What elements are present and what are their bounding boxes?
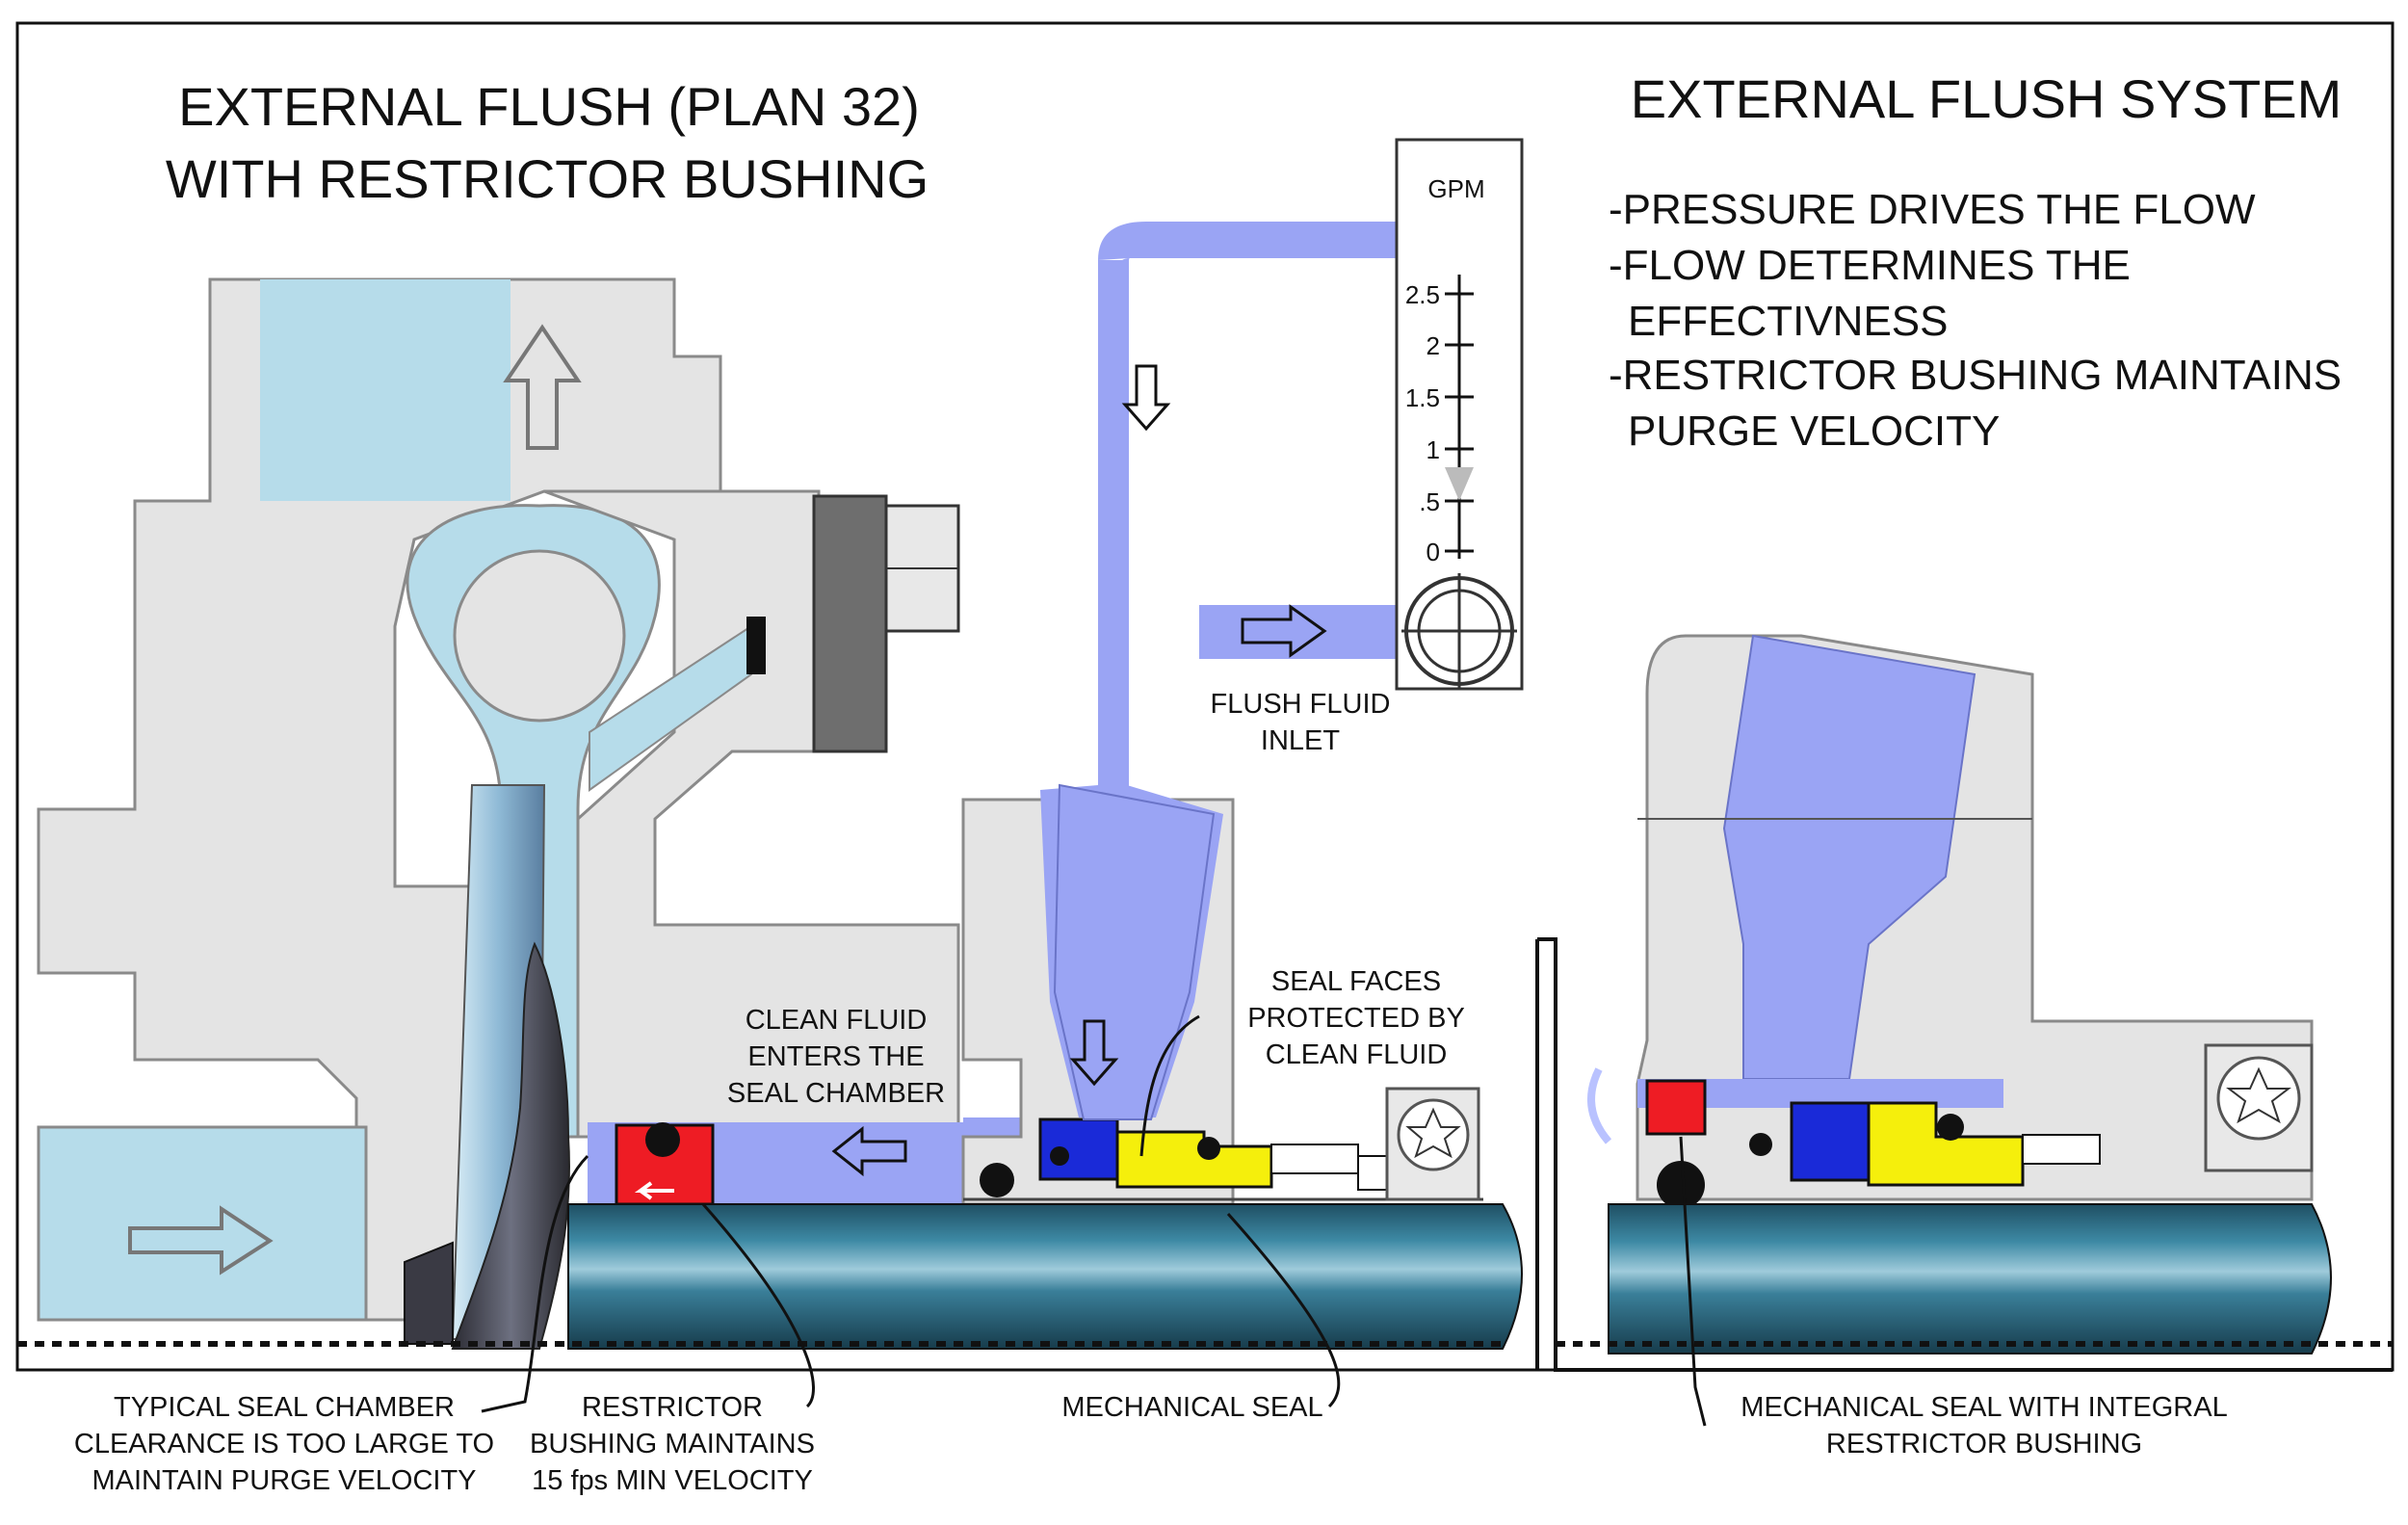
right-panel-frame [1535, 937, 2393, 1372]
leader-lines [481, 1014, 1707, 1427]
restrictor-label-3: 15 fps MIN VELOCITY [532, 1465, 813, 1496]
bullet-2b: EFFECTIVNESS [1628, 298, 1949, 345]
flush-inlet-label-1: FLUSH FLUID [1211, 689, 1391, 720]
seal-faces-label-1: SEAL FACES [1271, 966, 1441, 997]
mech-seal-label: MECHANICAL SEAL [1061, 1392, 1322, 1423]
flowmeter-tick: 0 [1426, 538, 1474, 566]
bullet-3b: PURGE VELOCITY [1628, 408, 2000, 455]
tick-label: 1 [1426, 435, 1440, 464]
restrictor-label-1: RESTRICTOR [582, 1392, 763, 1423]
clean-fluid-label-2: ENTERS THE [747, 1041, 924, 1072]
flowmeter-scale: 2.5 2 1.5 1 .5 0 [1405, 280, 1474, 566]
tick-label: .5 [1419, 487, 1440, 516]
flowmeter-tick: .5 [1419, 487, 1474, 516]
seal-faces-label-2: PROTECTED BY [1247, 1003, 1465, 1034]
clean-fluid-label-1: CLEAN FLUID [746, 1005, 928, 1036]
left-panel-frame [15, 21, 2395, 1372]
integral-seal-housing [1587, 634, 2314, 1209]
tick-label: 1.5 [1405, 383, 1440, 412]
tick-label: 2.5 [1405, 280, 1440, 309]
restrictor-label-2: BUSHING MAINTAINS [530, 1429, 815, 1459]
hex-bolt-icon [812, 494, 960, 753]
bullet-2a: -FLOW DETERMINES THE [1609, 242, 2131, 289]
chamber-clearance-label-2: CLEARANCE IS TOO LARGE TO [74, 1429, 494, 1459]
integral-seal-label-1: MECHANICAL SEAL WITH INTEGRAL [1741, 1392, 2227, 1423]
seal-faces-label-3: CLEAN FLUID [1266, 1039, 1448, 1070]
arrow-right-icon [128, 1205, 274, 1275]
chamber-clearance-label-3: MAINTAIN PURGE VELOCITY [92, 1465, 476, 1496]
tick-label: 0 [1426, 538, 1440, 566]
left-title-line2: WITH RESTRICTOR BUSHING [166, 148, 929, 209]
star-bolt-icon [1385, 1087, 1480, 1201]
left-title-line1: EXTERNAL FLUSH (PLAN 32) [178, 76, 920, 137]
bullet-3a: -RESTRICTOR BUSHING MAINTAINS [1609, 352, 2342, 399]
tick-label: 2 [1426, 331, 1440, 360]
flush-line-pipe [1040, 222, 1401, 1120]
arrow-left-icon [831, 1125, 907, 1177]
flowmeter-tick: 1 [1426, 435, 1474, 464]
right-title: EXTERNAL FLUSH SYSTEM [1631, 68, 2343, 129]
arrow-up-icon [503, 324, 582, 450]
restrictor-bushing [615, 1122, 715, 1206]
clean-fluid-label-3: SEAL CHAMBER [727, 1078, 945, 1109]
flowmeter-unit: GPM [1427, 174, 1484, 203]
arrow-down-icon [1069, 364, 1171, 1087]
impeller-vane [404, 784, 570, 1350]
flowmeter: GPM [1395, 138, 1524, 691]
chamber-clearance-label-1: TYPICAL SEAL CHAMBER [114, 1392, 455, 1423]
flowmeter-tick: 1.5 [1405, 383, 1474, 412]
pump-shaft [17, 1203, 1523, 1350]
flowmeter-tick: 2.5 [1405, 280, 1474, 309]
arrow-right-icon [1241, 604, 1327, 658]
integral-seal-label-2: RESTRICTOR BUSHING [1826, 1429, 2142, 1459]
flush-inlet-label-2: INLET [1261, 725, 1340, 756]
bullet-1: -PRESSURE DRIVES THE FLOW [1609, 186, 2256, 233]
integral-seal-shaft [1556, 1203, 2393, 1354]
flowmeter-tick: 2 [1426, 331, 1474, 360]
